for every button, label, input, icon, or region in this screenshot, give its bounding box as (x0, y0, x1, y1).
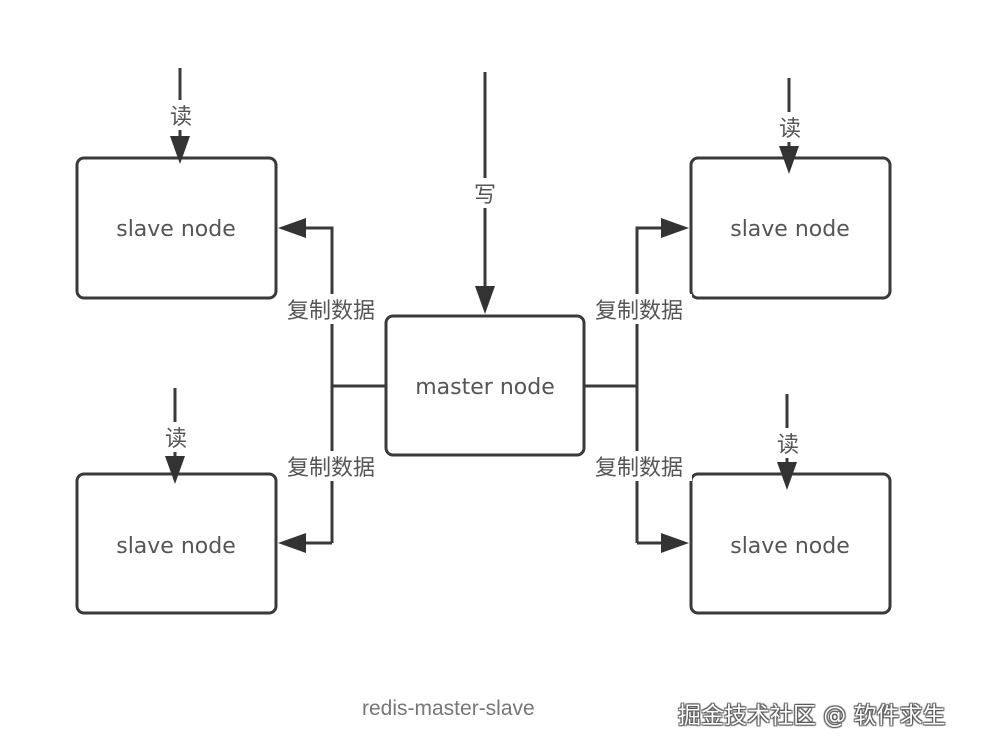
slave-node-top-left-label: slave node (116, 217, 236, 242)
figure-caption: redis-master-slave (362, 697, 535, 720)
replicate-edges-left (278, 218, 386, 553)
slave-node-bottom-left-label: slave node (116, 534, 236, 559)
replicate-arrowhead-icon (661, 533, 689, 553)
read-edge-top-left: 读 (167, 68, 195, 164)
read-arrowhead-icon (779, 146, 799, 174)
read-edge-bottom-right: 读 (774, 394, 802, 490)
master-node-label: master node (415, 375, 554, 400)
replicate-arrowhead-icon (278, 218, 306, 238)
slave-node-top-right-label: slave node (730, 217, 850, 242)
read-edge-top-right: 读 (776, 78, 804, 174)
slave-node-top-left (75, 156, 278, 300)
write-edge: 写 (472, 72, 498, 314)
read-edge-bottom-left: 读 (162, 388, 190, 484)
read-label-top-left: 读 (170, 105, 192, 130)
write-label: 写 (474, 183, 496, 208)
read-arrowhead-icon (170, 136, 190, 164)
read-label-bottom-right: 读 (777, 433, 799, 458)
replicate-label-bottom-left: 复制数据 (287, 456, 375, 481)
replicate-label-top-right: 复制数据 (595, 299, 683, 324)
read-label-bottom-left: 读 (165, 427, 187, 452)
watermark: 掘金技术社区 @ 软件求生 (678, 703, 946, 729)
replicate-edges-right (584, 218, 689, 553)
replicate-arrowhead-icon (278, 533, 306, 553)
read-arrowhead-icon (165, 456, 185, 484)
read-label-top-right: 读 (779, 117, 801, 142)
replicate-arrowhead-icon (661, 218, 689, 238)
replicate-label-bottom-right: 复制数据 (595, 456, 683, 481)
write-arrowhead-icon (475, 286, 495, 314)
slave-node-bottom-right-label: slave node (730, 534, 850, 559)
read-arrowhead-icon (777, 462, 797, 490)
replicate-label-top-left: 复制数据 (287, 299, 375, 324)
